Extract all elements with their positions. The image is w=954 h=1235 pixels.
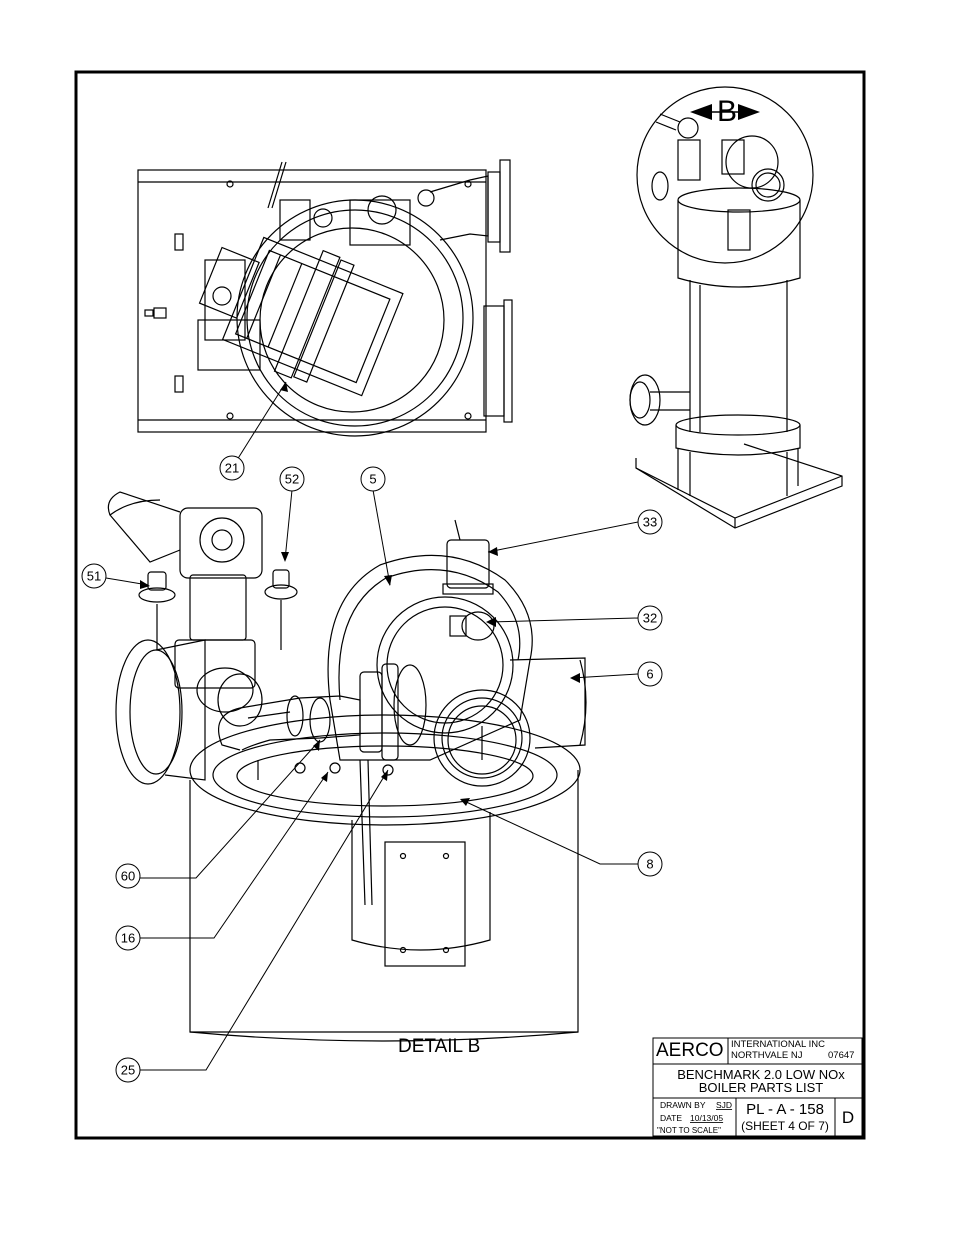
svg-text:32: 32 xyxy=(643,610,657,625)
company-line-1: INTERNATIONAL INC xyxy=(731,1039,825,1050)
callout-33: 33 xyxy=(638,510,662,534)
callout-52: 52 xyxy=(280,467,304,491)
callout-32: 32 xyxy=(638,606,662,630)
svg-text:8: 8 xyxy=(646,856,653,871)
svg-text:52: 52 xyxy=(285,471,299,486)
svg-text:33: 33 xyxy=(643,514,657,529)
date-value: 10/13/05 xyxy=(690,1113,723,1123)
callout-60: 60 xyxy=(116,864,140,888)
svg-text:60: 60 xyxy=(121,868,135,883)
company-zip: 07647 xyxy=(828,1050,854,1061)
svg-text:21: 21 xyxy=(225,460,239,475)
callout-25: 25 xyxy=(116,1058,140,1082)
callout-bubbles: 21 52 5 33 51 32 6 8 60 16 25 xyxy=(82,456,662,1082)
callout-5: 5 xyxy=(361,467,385,491)
callout-6: 6 xyxy=(638,662,662,686)
date-label: DATE xyxy=(660,1113,682,1123)
detail-label: DETAIL B xyxy=(398,1036,480,1057)
sheet-number: (SHEET 4 OF 7) xyxy=(741,1119,829,1133)
drawing-border xyxy=(76,72,864,1138)
drawn-by-value: SJD xyxy=(716,1100,732,1110)
company-name: AERCO xyxy=(656,1040,724,1061)
callout-21: 21 xyxy=(220,456,244,480)
drawing-number: PL - A - 158 xyxy=(746,1101,824,1118)
svg-text:6: 6 xyxy=(646,666,653,681)
view-marker-letter: B xyxy=(717,95,737,128)
drawn-by-label: DRAWN BY xyxy=(660,1100,706,1110)
side-view-drawing xyxy=(630,87,842,528)
svg-text:25: 25 xyxy=(121,1062,135,1077)
svg-text:51: 51 xyxy=(87,568,101,583)
revision-letter: D xyxy=(842,1108,854,1127)
view-marker-b: B xyxy=(690,95,760,128)
scale-note: "NOT TO SCALE" xyxy=(657,1126,721,1135)
detail-b-drawing xyxy=(108,492,586,1041)
callout-51: 51 xyxy=(82,564,106,588)
callout-8: 8 xyxy=(638,852,662,876)
top-view-drawing xyxy=(138,160,512,436)
title-block: AERCO INTERNATIONAL INC NORTHVALE NJ 076… xyxy=(653,1038,862,1136)
svg-text:16: 16 xyxy=(121,930,135,945)
svg-text:5: 5 xyxy=(369,471,376,486)
callout-16: 16 xyxy=(116,926,140,950)
drawing-title-line-2: BOILER PARTS LIST xyxy=(699,1080,824,1095)
company-line-2: NORTHVALE NJ xyxy=(731,1050,803,1061)
